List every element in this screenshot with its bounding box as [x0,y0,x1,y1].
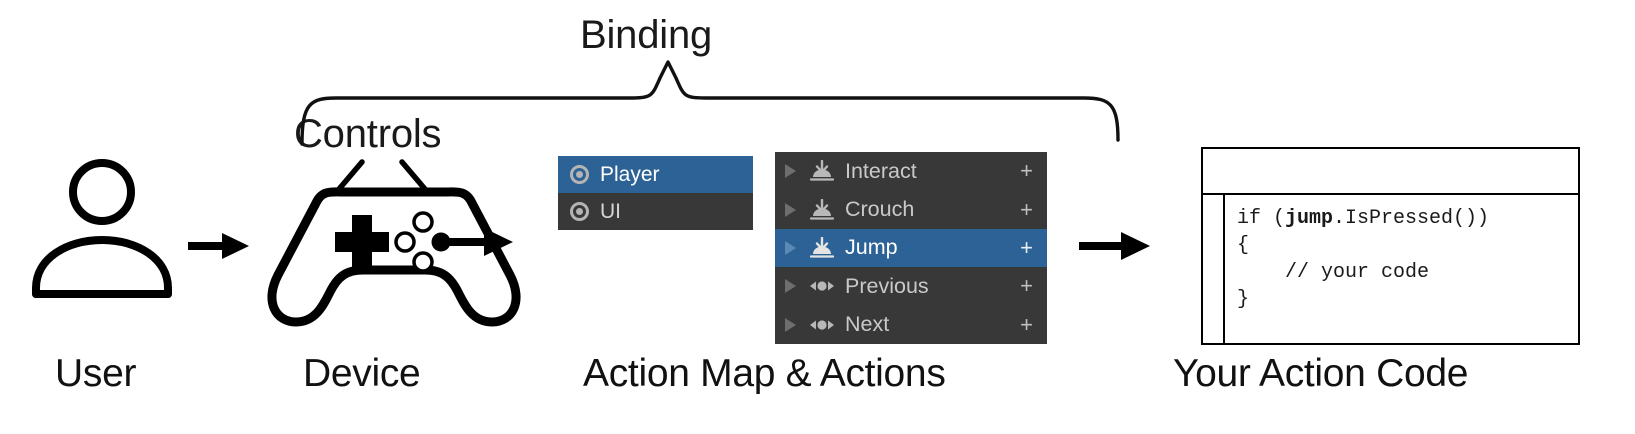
code-line-1-pre: if ( [1237,207,1286,230]
caret-right-icon[interactable] [785,240,796,255]
code-line-4: } [1237,288,1250,311]
controls-pointer-arrows [327,159,437,212]
gamepad-icon [267,187,521,327]
controls-annotation-label: Controls [294,112,442,156]
caption-device: Device [303,352,421,395]
action-map-icon [570,202,589,221]
code-window: if (jump.IsPressed()) { // your code } [1201,147,1580,345]
axis-action-icon [810,320,834,330]
axis-action-icon [810,281,834,291]
caret-right-icon[interactable] [785,202,796,217]
action-row-interact[interactable]: Interact + [775,152,1047,190]
add-binding-button[interactable]: + [1020,234,1033,260]
action-row-label: Next [845,312,890,337]
actions-panel: Interact + Crouch + Jump + [775,152,1047,344]
action-row-label: Crouch [845,197,915,222]
user-icon [32,159,172,298]
add-binding-button[interactable]: + [1020,311,1033,337]
action-row-jump[interactable]: Jump + [775,228,1047,268]
code-gutter [1203,195,1225,343]
code-text[interactable]: if (jump.IsPressed()) { // your code } [1225,195,1578,343]
action-map-panel: Player UI [558,156,753,230]
button-action-icon [809,198,835,220]
action-map-row-ui[interactable]: UI [558,193,753,230]
add-binding-button[interactable]: + [1020,196,1033,222]
action-row-label: Interact [845,158,917,183]
code-line-3: // your code [1237,261,1430,284]
code-window-body: if (jump.IsPressed()) { // your code } [1203,195,1578,343]
action-map-row-player[interactable]: Player [558,156,753,193]
caret-right-icon[interactable] [785,164,796,179]
action-row-label: Previous [845,273,929,298]
caption-your-action-code: Your Action Code [1173,352,1469,395]
caption-user: User [55,352,137,395]
action-map-row-label: Player [600,162,660,186]
arrow-right-icon-user-to-device [188,233,249,259]
caption-action-map: Action Map & Actions [583,352,946,395]
action-row-label: Jump [845,235,898,260]
action-map-row-label: UI [600,199,621,223]
caret-right-icon[interactable] [785,279,796,294]
action-map-icon [570,165,589,184]
code-line-1-post: .IsPressed()) [1333,207,1490,230]
action-row-previous[interactable]: Previous + [775,267,1047,305]
caret-right-icon[interactable] [785,317,796,332]
add-binding-button[interactable]: + [1020,273,1033,299]
code-window-titlebar [1203,149,1578,195]
binding-annotation-label: Binding [580,13,713,57]
code-line-1-bold: jump [1285,207,1334,230]
action-row-crouch[interactable]: Crouch + [775,190,1047,228]
button-action-icon [809,236,835,258]
action-row-next[interactable]: Next + [775,306,1047,344]
arrow-right-icon-actions-to-code [1079,232,1150,260]
button-action-icon [809,160,835,181]
add-binding-button[interactable]: + [1020,158,1033,184]
code-line-2: { [1237,234,1250,257]
arrow-right-icon-device-to-actions [441,228,513,256]
